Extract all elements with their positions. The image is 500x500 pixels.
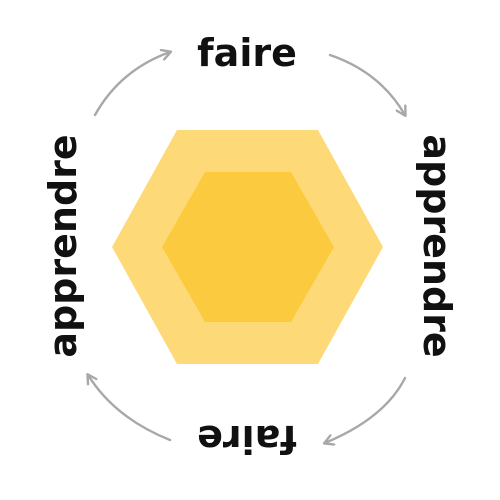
arrow-top-left xyxy=(93,52,170,117)
arrow-bottom-left xyxy=(88,375,172,442)
label-top: faire xyxy=(197,31,297,75)
label-left: apprendre xyxy=(41,134,85,357)
label-bottom: faire xyxy=(197,417,297,461)
arrow-top-right xyxy=(328,53,405,115)
hexagon-inner xyxy=(162,172,334,322)
arrow-bottom-right xyxy=(325,376,407,443)
label-right: apprendre xyxy=(415,134,459,357)
